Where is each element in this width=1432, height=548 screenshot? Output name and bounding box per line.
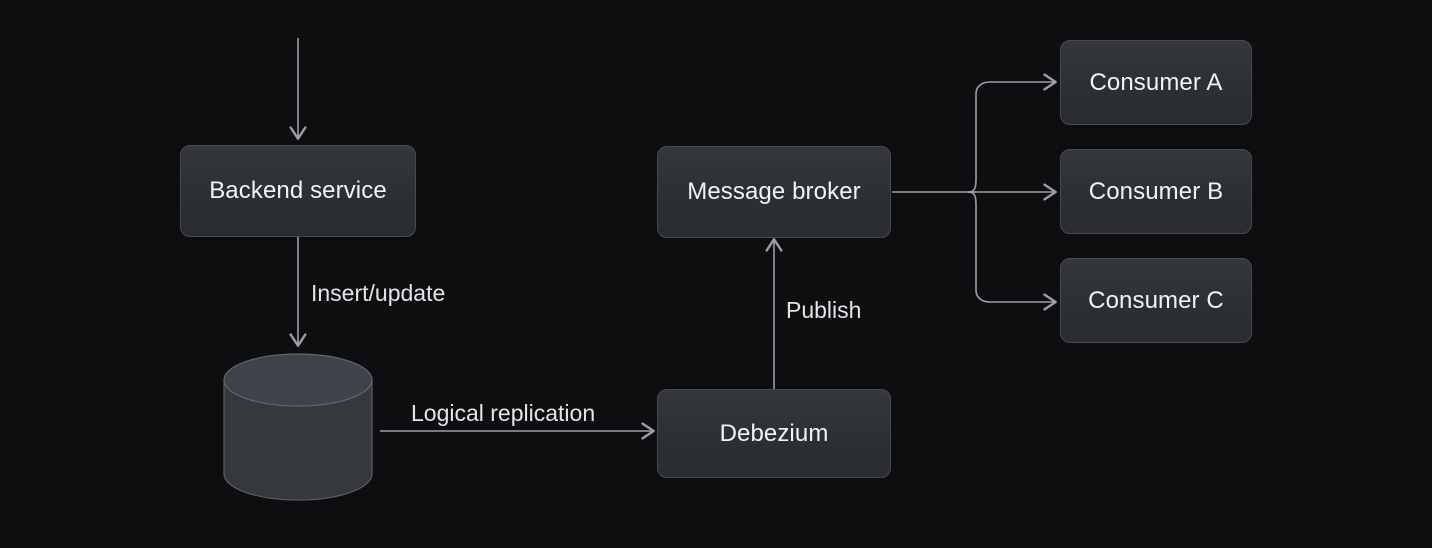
node-message-broker-label: Message broker: [687, 178, 861, 205]
node-consumer-a[interactable]: Consumer A: [1060, 40, 1252, 125]
connector-fanout-consumer-c: [967, 191, 1057, 311]
node-debezium-label: Debezium: [719, 419, 829, 447]
edge-label-logical-replication: Logical replication: [411, 400, 596, 426]
node-backend-service-label: Backend service: [209, 177, 387, 204]
node-debezium[interactable]: Debezium: [657, 389, 891, 478]
edge-label-insert-update: Insert/update: [311, 280, 446, 306]
database-cylinder: [223, 353, 373, 501]
node-message-broker[interactable]: Message broker: [657, 146, 891, 238]
node-consumer-c-label: Consumer C: [1088, 286, 1224, 314]
node-consumer-a-label: Consumer A: [1089, 68, 1223, 96]
node-consumer-b-label: Consumer B: [1088, 177, 1224, 205]
connector-fanout-consumer-a: [967, 73, 1057, 193]
node-consumer-b[interactable]: Consumer B: [1060, 149, 1252, 234]
edge-label-publish: Publish: [786, 297, 862, 323]
node-backend-service[interactable]: Backend service: [180, 145, 416, 237]
node-consumer-c[interactable]: Consumer C: [1060, 258, 1252, 343]
